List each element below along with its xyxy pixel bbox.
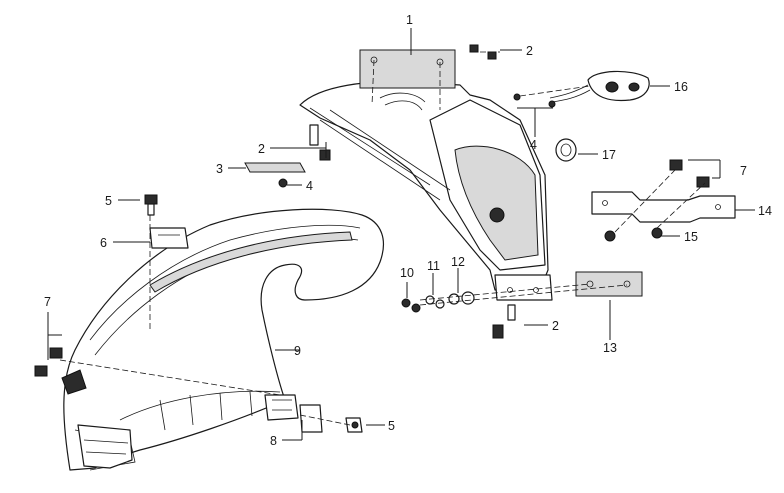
callout-4-right: 4 bbox=[530, 138, 537, 152]
license-plate-bracket bbox=[299, 49, 553, 301]
callout-labels: 1 2 2 2 3 4 4 5 5 6 7 7 8 9 10 11 12 13 … bbox=[44, 13, 772, 448]
callout-17: 17 bbox=[602, 148, 616, 162]
assembly-guide-lines bbox=[59, 51, 706, 426]
callout-7-left: 7 bbox=[44, 295, 51, 309]
side-bracket bbox=[591, 191, 736, 223]
callout-2-bottom: 2 bbox=[552, 319, 559, 333]
callout-10: 10 bbox=[400, 266, 414, 280]
callout-2-top: 2 bbox=[526, 44, 533, 58]
callout-2-left: 2 bbox=[258, 142, 265, 156]
callout-3: 3 bbox=[216, 162, 223, 176]
callout-leaders bbox=[47, 28, 755, 441]
callout-9: 9 bbox=[294, 344, 301, 358]
callout-6: 6 bbox=[100, 236, 107, 250]
callout-7-right: 7 bbox=[740, 164, 747, 178]
bolts-and-fasteners bbox=[34, 44, 710, 433]
callout-5-top: 5 bbox=[105, 194, 112, 208]
callout-4-left: 4 bbox=[306, 179, 313, 193]
callout-16: 16 bbox=[674, 80, 688, 94]
callout-12: 12 bbox=[451, 255, 465, 269]
callout-14: 14 bbox=[758, 204, 772, 218]
callout-1: 1 bbox=[406, 13, 413, 27]
callout-8: 8 bbox=[270, 434, 277, 448]
callout-13: 13 bbox=[603, 341, 617, 355]
reflector-plate bbox=[575, 271, 643, 297]
callout-15: 15 bbox=[684, 230, 698, 244]
callout-11: 11 bbox=[427, 259, 440, 273]
license-light bbox=[549, 70, 650, 103]
callout-5-bottom: 5 bbox=[388, 419, 395, 433]
rear-fender bbox=[61, 208, 384, 471]
